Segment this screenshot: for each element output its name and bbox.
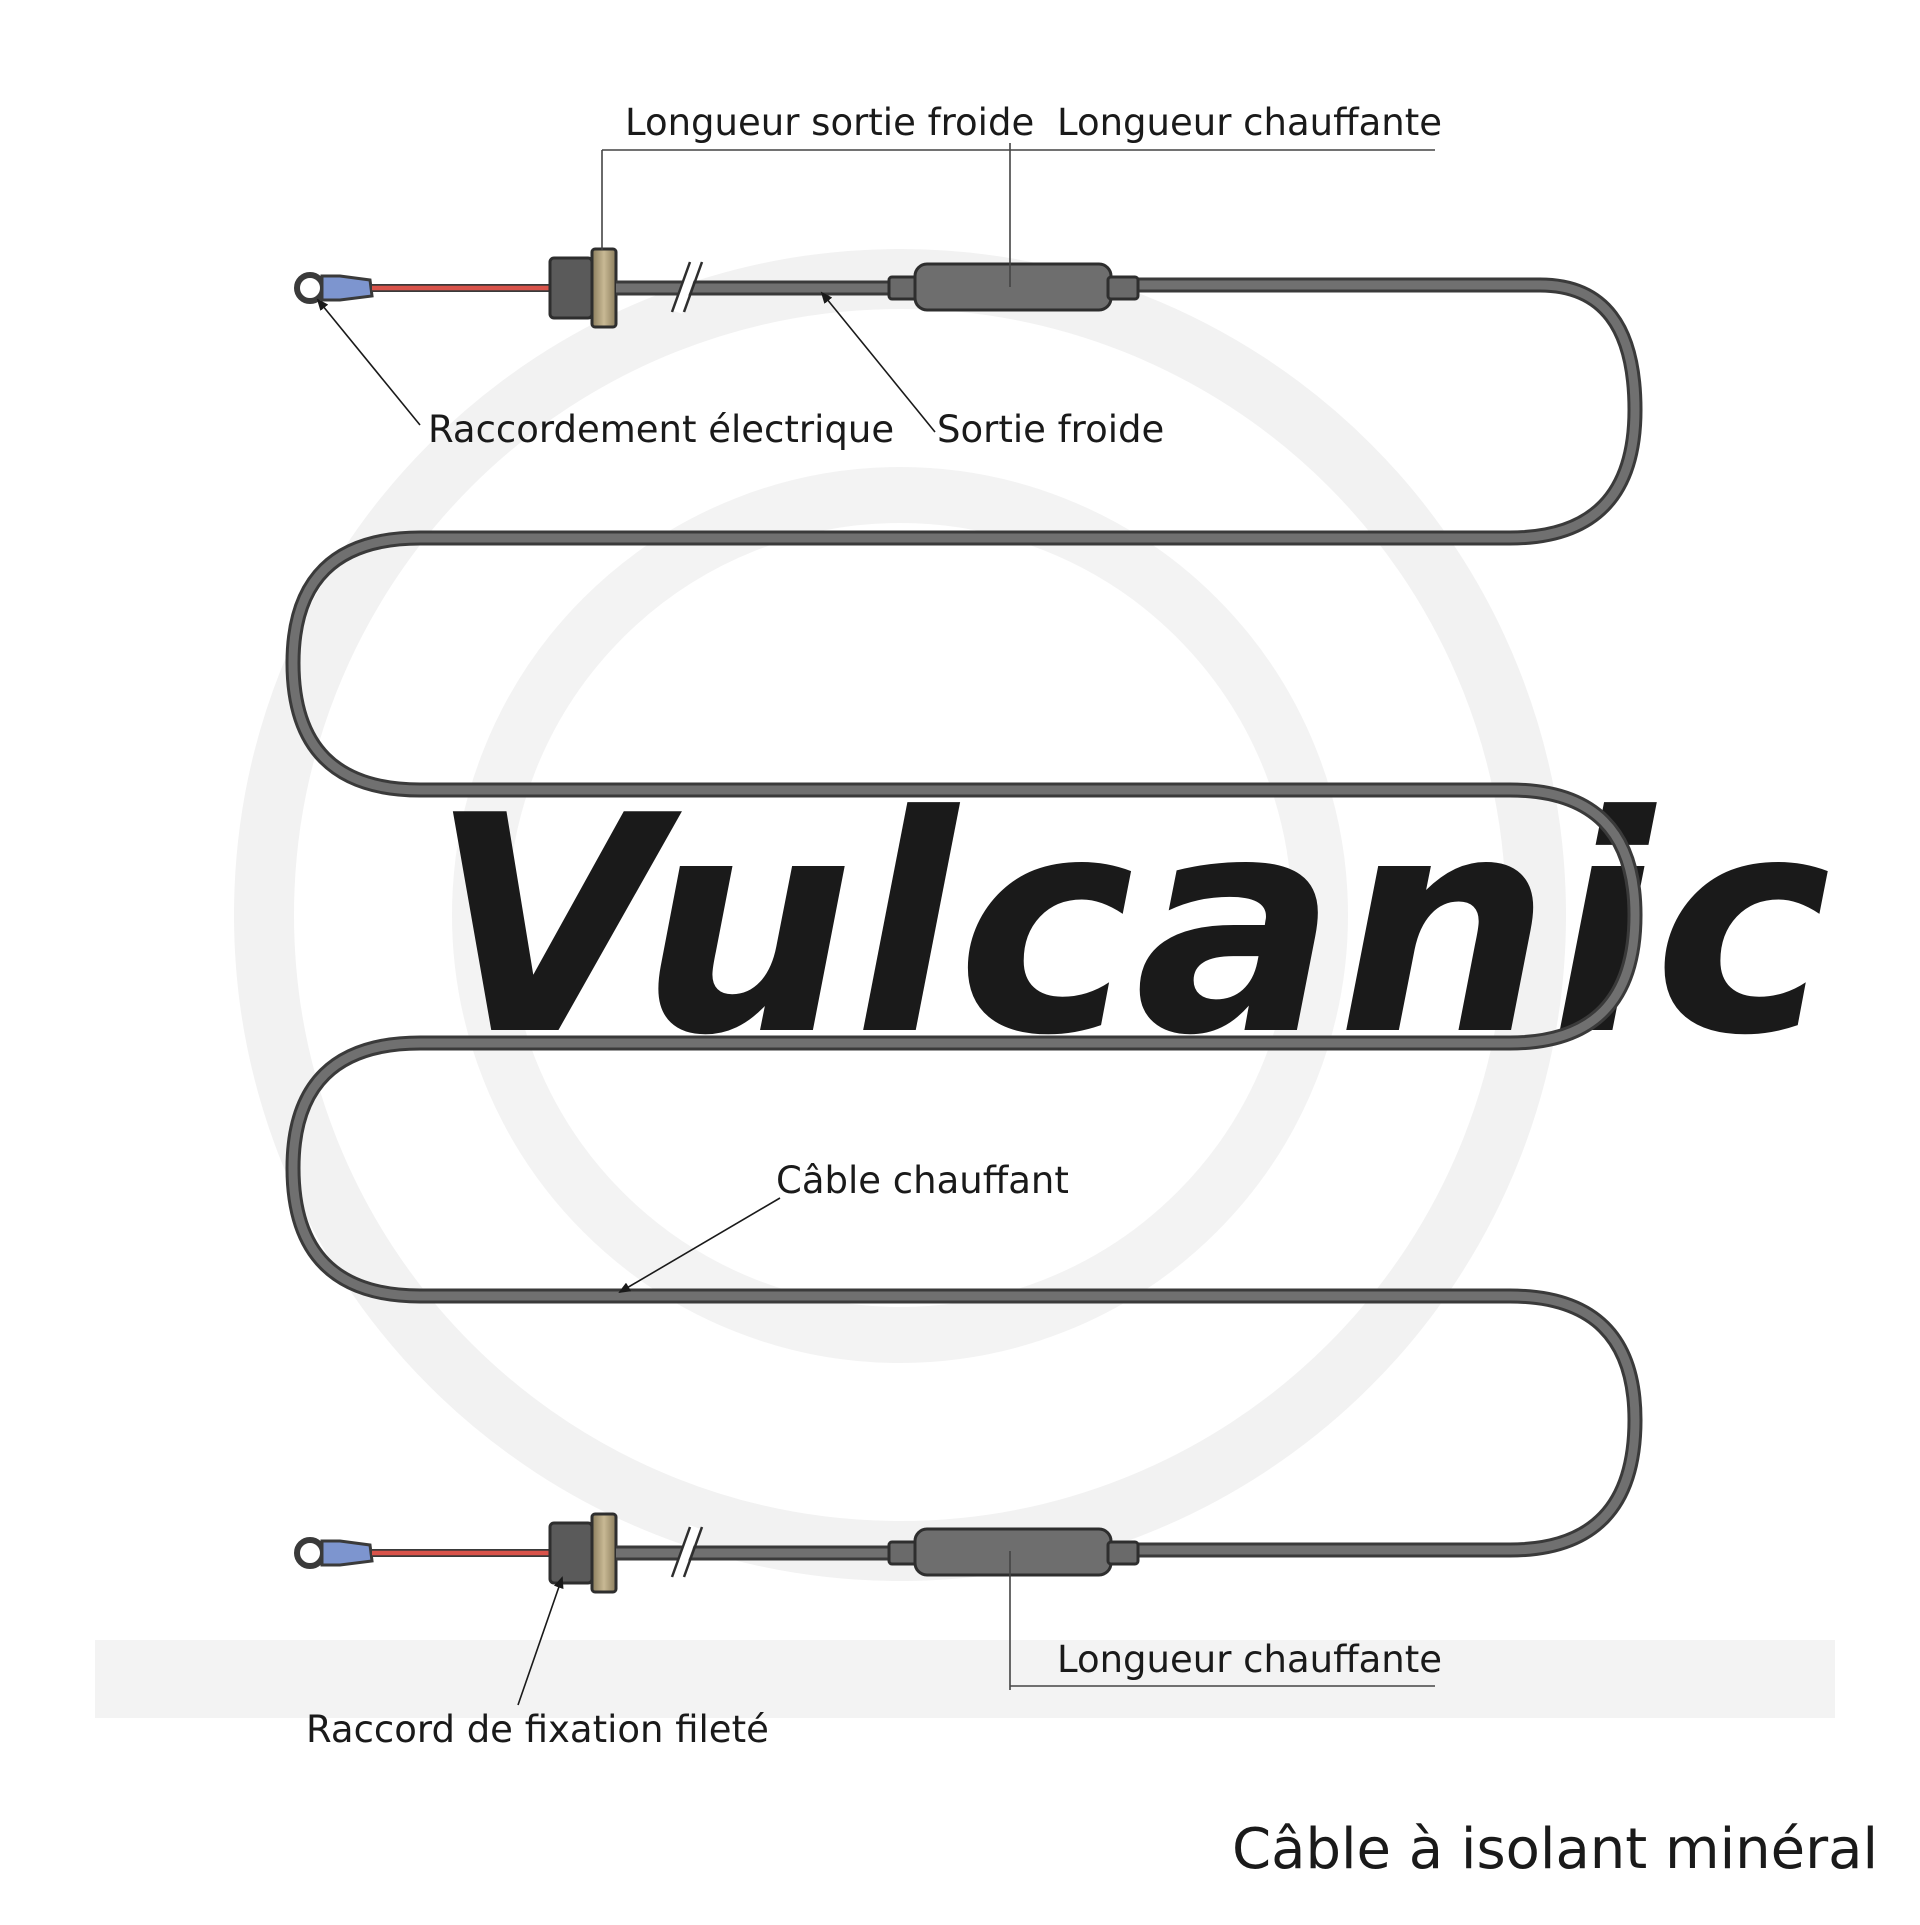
threaded-fitting-label: Raccord de fixation fileté [306, 1708, 769, 1751]
fitting-nut [590, 247, 618, 329]
dimension-lines [601, 143, 1435, 1690]
top-cold-lead-assembly [294, 247, 1140, 329]
leader-lines [316, 291, 936, 1706]
break-mark-bottom [670, 1525, 704, 1579]
cold-lead-label: Sortie froide [937, 408, 1164, 451]
watermark-ring-inner [452, 467, 1348, 1363]
cable-core [288, 280, 1640, 1555]
leader-electrical-connection [316, 298, 421, 426]
fitting-thread [548, 256, 594, 320]
cold-hot-splice [913, 262, 1113, 312]
terminal-insulation [320, 1539, 374, 1567]
heating-cable-label: Câble chauffant [776, 1159, 1069, 1202]
fitting-nut [590, 1512, 618, 1594]
heating-length-label-bottom: Longueur chauffante [1057, 1638, 1442, 1681]
leader-cold-lead [820, 291, 936, 433]
cold-length-label: Longueur sortie froide [625, 101, 1034, 144]
leader-threaded-fitting [517, 1576, 564, 1706]
heating-length-label-top: Longueur chauffante [1057, 101, 1442, 144]
ring-terminal-eye [294, 1537, 326, 1569]
threaded-fitting-top [548, 247, 618, 329]
heating-cable [285, 277, 1643, 1558]
ring-terminal-eye [294, 272, 326, 304]
terminal-insulation [320, 274, 374, 302]
ring-terminal-top [294, 272, 374, 304]
splice-right-collar [1106, 1540, 1140, 1566]
ring-terminal-bottom [294, 1537, 374, 1569]
cold-hot-splice [913, 1527, 1113, 1577]
watermark-bar [95, 1640, 1835, 1718]
bottom-cold-lead-assembly [294, 1512, 1140, 1594]
splice-right-collar [1106, 275, 1140, 301]
leader-heating-cable [618, 1197, 781, 1294]
electrical-connection-label: Raccordement électrique [428, 408, 894, 451]
fitting-thread [548, 1521, 594, 1585]
threaded-fitting-bottom [548, 1512, 618, 1594]
break-mark-top [670, 260, 704, 314]
diagram-title: Câble à isolant minéral [1232, 1817, 1878, 1882]
watermark: Vulcanic [95, 249, 1835, 1718]
